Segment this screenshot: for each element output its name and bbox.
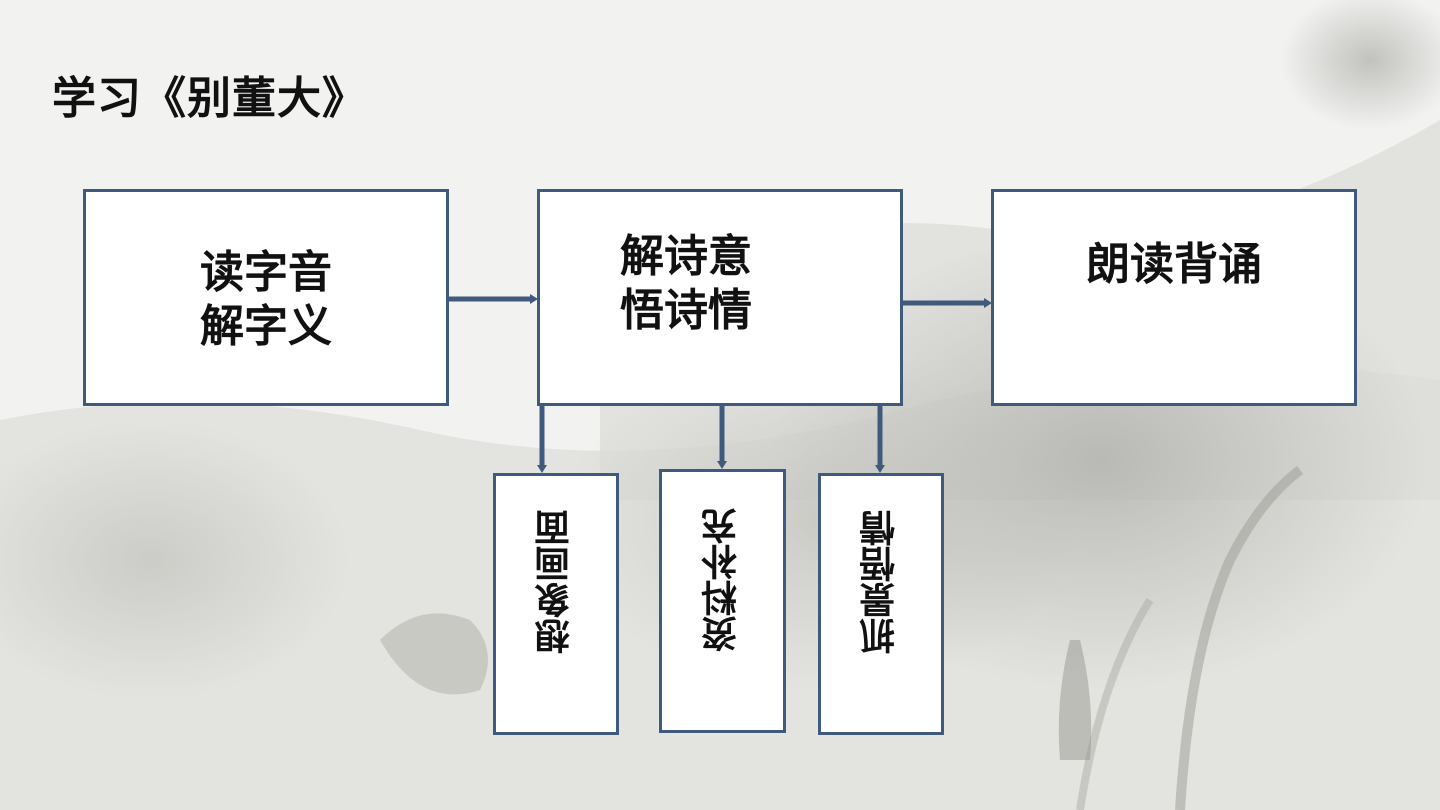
step-label-line1: 解诗意 (620, 231, 752, 282)
step-box-label: 朗读背诵 (994, 238, 1354, 292)
step-box-understand-poem: 解诗意 悟诗情 (537, 189, 903, 406)
step-box-read-pronunciation: 读字音 解字义 (83, 189, 449, 406)
slide-title: 学习《别董大》 (52, 73, 367, 124)
substep-label: 资料补充 (702, 508, 743, 652)
step-box-label: 解诗意 悟诗情 (620, 230, 752, 338)
substep-label: 抓景悟情 (860, 510, 901, 654)
arrowhead-step3 (984, 298, 992, 308)
step-label-line1: 读字音 (200, 247, 332, 298)
substep-box-imagine-scene: 想象画面 (493, 473, 619, 735)
step-label-line1: 朗读背诵 (1086, 239, 1262, 290)
arrowhead-step2 (530, 294, 538, 304)
step-label-line2: 解字义 (200, 301, 332, 352)
step-box-label: 读字音 解字义 (86, 246, 446, 354)
substep-box-supplementary-material: 资料补充 (659, 469, 786, 733)
arrowhead-sub2 (717, 461, 727, 469)
arrowhead-sub3 (875, 465, 885, 473)
substep-box-scenery-emotion: 抓景悟情 (818, 473, 944, 735)
arrowhead-sub1 (537, 465, 547, 473)
step-box-recite: 朗读背诵 (991, 189, 1357, 406)
step-label-line2: 悟诗情 (620, 285, 752, 336)
substep-label: 想象画面 (535, 510, 576, 654)
